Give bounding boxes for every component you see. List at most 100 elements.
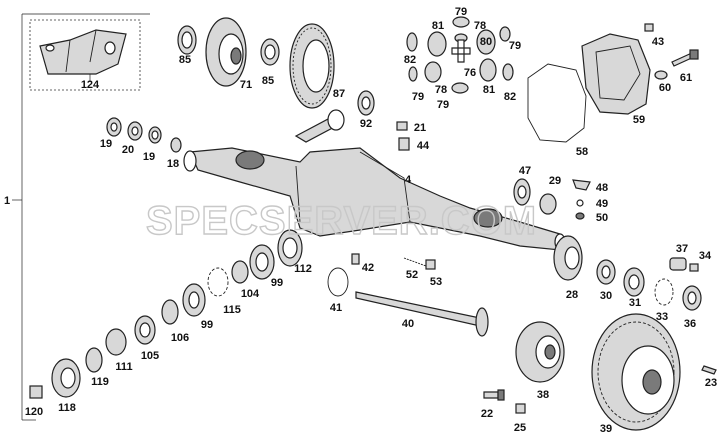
part-52-spring: [403, 257, 427, 267]
label-23: 23: [705, 377, 717, 389]
label-59: 59: [633, 114, 645, 126]
label-4: 4: [405, 174, 412, 186]
label-47: 47: [519, 165, 531, 177]
label-85a: 85: [179, 54, 191, 66]
label-106: 106: [171, 332, 189, 344]
part-34-plug: [689, 263, 699, 272]
label-61: 61: [680, 72, 692, 84]
label-29: 29: [549, 175, 561, 187]
label-115: 115: [223, 304, 241, 316]
label-42: 42: [362, 262, 374, 274]
part-28-hub: [553, 235, 583, 281]
part-42-bolt: [351, 253, 360, 265]
label-40: 40: [402, 318, 414, 330]
part-39-brake-drum: [591, 313, 681, 431]
label-76: 76: [464, 67, 476, 79]
part-99-bearing-a: [249, 244, 275, 280]
part-85-bearing-top: [177, 25, 197, 55]
label-19b: 19: [143, 151, 155, 163]
label-105: 105: [141, 350, 159, 362]
label-118: 118: [58, 402, 76, 414]
part-labels: 124 85 71 85 87 92 79 81 78 80 79 82 79 …: [25, 6, 717, 435]
label-31: 31: [629, 297, 641, 309]
label-48: 48: [596, 182, 608, 194]
label-30: 30: [600, 290, 612, 302]
label-58: 58: [576, 146, 588, 158]
label-124: 124: [81, 79, 100, 91]
label-22: 22: [481, 408, 493, 420]
part-23-stud: [701, 365, 717, 375]
label-28: 28: [566, 289, 578, 301]
label-78b: 78: [435, 84, 447, 96]
part-105-nut: [134, 315, 156, 345]
part-119-ring: [85, 347, 103, 373]
label-36: 36: [684, 318, 696, 330]
part-58-gasket: [527, 63, 587, 143]
label-20: 20: [122, 144, 134, 156]
part-29-ring: [539, 193, 557, 215]
label-79b: 79: [509, 40, 521, 52]
label-52: 52: [406, 269, 418, 281]
part-25-nut: [515, 403, 526, 414]
label-85b: 85: [262, 75, 274, 87]
part-92-bearing: [357, 90, 375, 116]
label-49: 49: [596, 198, 608, 210]
label-79d: 79: [437, 99, 449, 111]
label-25: 25: [514, 422, 526, 434]
label-53: 53: [430, 276, 442, 288]
label-19a: 19: [100, 138, 112, 150]
label-39: 39: [600, 423, 612, 435]
label-38: 38: [537, 389, 549, 401]
label-99b: 99: [201, 319, 213, 331]
label-112: 112: [294, 263, 312, 275]
label-37: 37: [676, 243, 688, 255]
label-33: 33: [656, 311, 668, 323]
part-31-bearing: [623, 267, 645, 297]
label-50: 50: [596, 212, 608, 224]
part-ring-gear: [289, 23, 335, 109]
part-59-cover: [581, 33, 651, 115]
label-104: 104: [241, 288, 260, 300]
part-40-axle-shaft: [355, 291, 489, 337]
part-22-bolt: [483, 389, 505, 401]
group-label: 1: [4, 195, 10, 207]
label-99a: 99: [271, 277, 283, 289]
label-120: 120: [25, 406, 43, 418]
part-47-bearing: [513, 178, 531, 206]
part-104-seal: [231, 260, 249, 284]
part-4-axle-housing: [183, 147, 566, 251]
label-81a: 81: [432, 20, 444, 32]
part-48-50-fittings: [572, 179, 591, 220]
label-44: 44: [417, 140, 430, 152]
label-18: 18: [167, 158, 179, 170]
part-112-bearing: [277, 229, 303, 267]
label-119: 119: [91, 376, 109, 388]
part-36-bearing: [682, 285, 702, 311]
part-111-seal: [105, 328, 127, 356]
part-33-bearing: [654, 278, 674, 306]
part-85-bearing-mid: [260, 38, 280, 66]
label-82a: 82: [404, 54, 416, 66]
label-78a: 78: [474, 20, 486, 32]
part-115-bearing: [207, 267, 229, 297]
label-79c: 79: [412, 91, 424, 103]
part-99-bearing-b: [182, 283, 206, 317]
part-124-bracket: [29, 19, 141, 91]
label-34: 34: [699, 250, 712, 262]
label-81b: 81: [483, 84, 495, 96]
part-21-breather: [396, 121, 410, 151]
part-37-cap: [669, 257, 687, 271]
part-spider-group: [406, 16, 514, 94]
label-111: 111: [115, 361, 132, 373]
part-30-bearing: [596, 259, 616, 285]
part-118-flange: [51, 358, 81, 398]
watermark: SPECSERVER.COM: [146, 199, 537, 243]
part-38-wheel-hub: [515, 321, 565, 383]
label-41: 41: [330, 302, 342, 314]
part-61-bolt: [671, 49, 699, 67]
part-axle-washers-left: [106, 117, 182, 153]
label-71: 71: [240, 79, 252, 91]
label-60: 60: [659, 82, 671, 94]
